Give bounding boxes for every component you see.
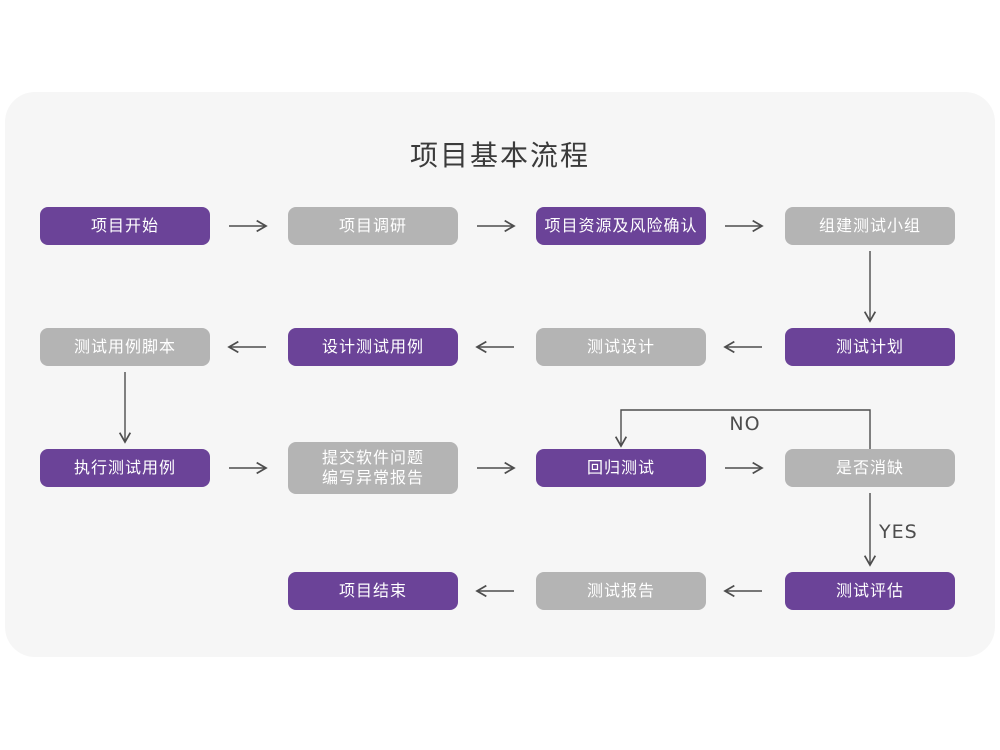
node-defect-check: 是否消缺 bbox=[785, 449, 955, 487]
node-regression-test: 回归测试 bbox=[536, 449, 706, 487]
node-build-team: 组建测试小组 bbox=[785, 207, 955, 245]
node-project-risk: 项目资源及风险确认 bbox=[536, 207, 706, 245]
node-submit-issues-line1: 提交软件问题 bbox=[321, 448, 424, 467]
branch-label-no: NO bbox=[729, 413, 761, 435]
node-case-script: 测试用例脚本 bbox=[40, 328, 210, 366]
diagram-title: 项目基本流程 bbox=[409, 139, 590, 172]
node-submit-issues-line2: 编写异常报告 bbox=[321, 468, 424, 487]
branch-label-yes: YES bbox=[879, 521, 918, 543]
node-execute-cases: 执行测试用例 bbox=[40, 449, 210, 487]
node-test-design: 测试设计 bbox=[536, 328, 706, 366]
node-design-cases: 设计测试用例 bbox=[288, 328, 458, 366]
flowchart-card bbox=[5, 92, 995, 657]
node-project-start: 项目开始 bbox=[40, 207, 210, 245]
node-submit-issues: 提交软件问题 编写异常报告 bbox=[288, 442, 458, 494]
node-test-plan: 测试计划 bbox=[785, 328, 955, 366]
node-test-report: 测试报告 bbox=[536, 572, 706, 610]
node-project-end: 项目结束 bbox=[288, 572, 458, 610]
node-test-evaluate: 测试评估 bbox=[785, 572, 955, 610]
node-project-research: 项目调研 bbox=[288, 207, 458, 245]
